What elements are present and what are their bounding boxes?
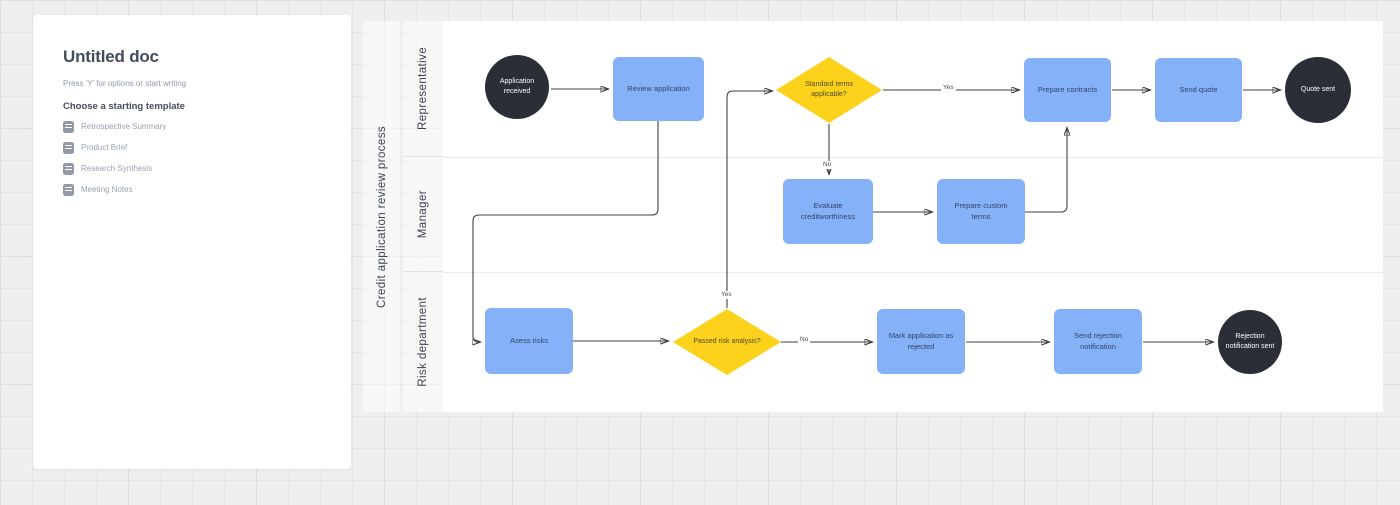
lane-label-risk-department[interactable]: Risk department (417, 297, 429, 387)
template-item-meeting-notes[interactable]: Meeting Notes (63, 179, 166, 200)
doc-title[interactable]: Untitled doc (63, 47, 159, 66)
document-card[interactable]: Untitled doc Press 'Y' for options or st… (33, 15, 351, 469)
document-icon (63, 120, 74, 133)
node-prepare-contracts[interactable]: Prepare contracts (1024, 58, 1111, 122)
node-rejection-notification-sent[interactable]: Rejection notification sent (1218, 310, 1282, 374)
lane-label-representative[interactable]: Representative (403, 21, 443, 157)
template-item-retrospective-summary[interactable]: Retrospective Summary (63, 116, 166, 137)
swimlane-title[interactable]: Credit application review process (375, 125, 388, 308)
lane-label-manager[interactable]: Manager (403, 157, 443, 272)
template-label: Meeting Notes (81, 185, 133, 194)
edge-label-yes: Yes (719, 291, 734, 299)
template-label: Research Synthesis (81, 164, 153, 173)
document-icon (63, 141, 74, 154)
template-list: Retrospective Summary Product Brief Rese… (63, 116, 166, 200)
edge-label-yes: Yes (941, 84, 956, 92)
edge-label-no: No (798, 336, 811, 344)
swimlane-title-column[interactable]: Credit application review process (363, 21, 400, 412)
lane-divider (443, 272, 1383, 273)
node-prepare-custom-terms[interactable]: Prepare custom terms (937, 179, 1025, 244)
template-item-research-synthesis[interactable]: Research Synthesis (63, 158, 166, 179)
doc-hint: Press 'Y' for options or start writing (63, 79, 187, 88)
swimlane-label-column: Representative Manager Risk department (403, 21, 443, 412)
node-assess-risks[interactable]: Asess risks (485, 308, 573, 374)
node-quote-sent[interactable]: Quote sent (1285, 57, 1351, 123)
node-review-application[interactable]: Review application (613, 57, 704, 121)
node-send-quote[interactable]: Send quote (1155, 58, 1242, 122)
node-application-received[interactable]: Application received (485, 55, 549, 119)
template-label: Product Brief (81, 143, 128, 152)
node-mark-application-rejected[interactable]: Mark application as rejected (877, 309, 965, 374)
document-icon (63, 162, 74, 175)
template-item-product-brief[interactable]: Product Brief (63, 137, 166, 158)
template-label: Retrospective Summary (81, 122, 167, 131)
node-send-rejection-notification[interactable]: Send rejection notification (1054, 309, 1142, 374)
document-icon (63, 183, 74, 196)
edge-label-no: No (821, 161, 834, 169)
node-evaluate-creditworthiness[interactable]: Evaluate creditworthiness (783, 179, 873, 244)
lane-divider (443, 157, 1383, 158)
templates-heading: Choose a starting template (63, 101, 185, 112)
